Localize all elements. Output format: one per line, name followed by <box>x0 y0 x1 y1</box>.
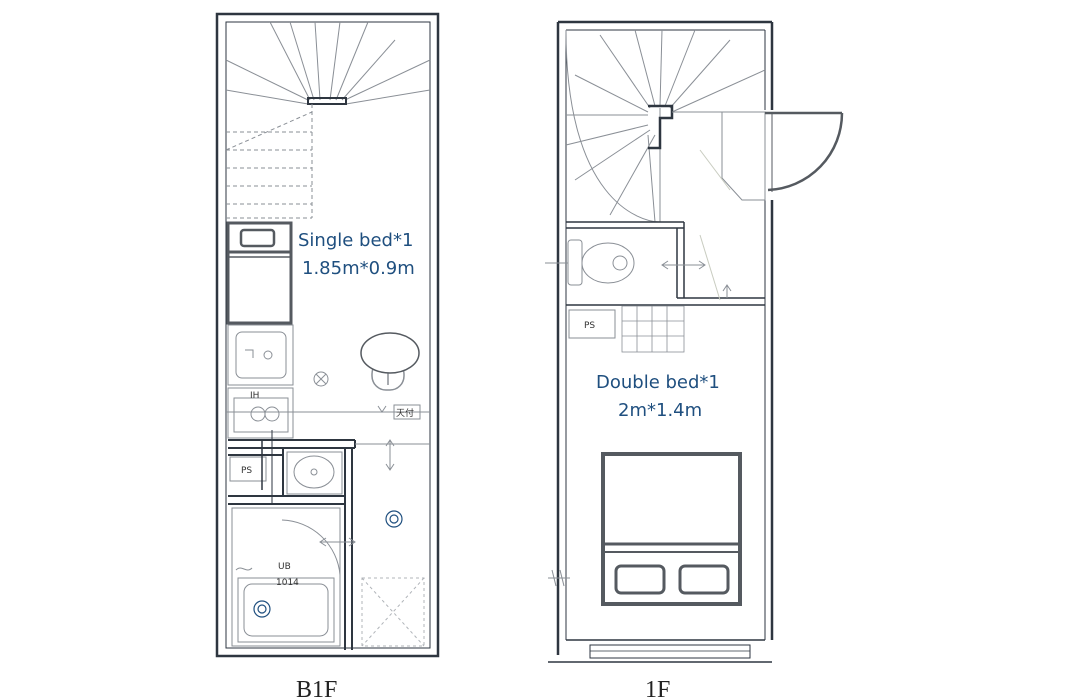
toilet-room <box>566 221 765 306</box>
f1-wall-fixture <box>548 569 570 587</box>
b1f-staircase <box>225 21 431 219</box>
ub-code: 1014 <box>276 578 299 588</box>
toilet-icon <box>545 239 635 286</box>
single-bed <box>226 221 293 325</box>
f1-bed-label: Double bed*1 <box>596 372 720 393</box>
f1-bed-size: 2m*1.4m <box>618 400 702 421</box>
b1f-detector-icon <box>253 510 403 618</box>
f1-plan: PS Double bed*1 2m*1.4m 1F <box>545 20 844 700</box>
ih-label: IH <box>250 391 259 401</box>
kitchen-sink <box>227 324 294 386</box>
b1f-interior-walls <box>228 439 356 650</box>
ih-cooktop <box>227 387 294 439</box>
b1f-inner-wall <box>225 21 431 649</box>
b1f-entry-area <box>361 577 425 647</box>
f1-entrance-door <box>765 111 844 192</box>
round-table <box>360 332 420 391</box>
note-label: 天付 <box>396 408 414 419</box>
b1f-outer-wall <box>215 12 440 658</box>
f1-floor-label: 1F <box>645 677 670 700</box>
f1-counter <box>621 305 685 353</box>
b1f-vent-icon <box>313 371 329 387</box>
b1f-bed-size: 1.85m*0.9m <box>302 258 415 279</box>
ub-label: UB <box>278 562 291 572</box>
b1f-bed-label: Single bed*1 <box>298 230 413 251</box>
b1f-ps-box <box>229 456 267 482</box>
f1-ps-box <box>568 309 616 339</box>
f1-outer-wall <box>548 20 774 663</box>
b1f-plan: Single bed*1 1.85m*0.9m IH <box>215 12 440 700</box>
b1f-partition <box>226 404 430 420</box>
f1-ps-label: PS <box>584 321 595 331</box>
double-bed <box>601 452 742 606</box>
unit-bath <box>231 507 341 647</box>
b1f-ps-label: PS <box>241 466 252 476</box>
washbasin <box>286 451 343 495</box>
f1-staircase <box>565 29 766 223</box>
f1-toilet-door-arrow <box>661 234 732 301</box>
b1f-floor-label: B1F <box>296 677 337 700</box>
